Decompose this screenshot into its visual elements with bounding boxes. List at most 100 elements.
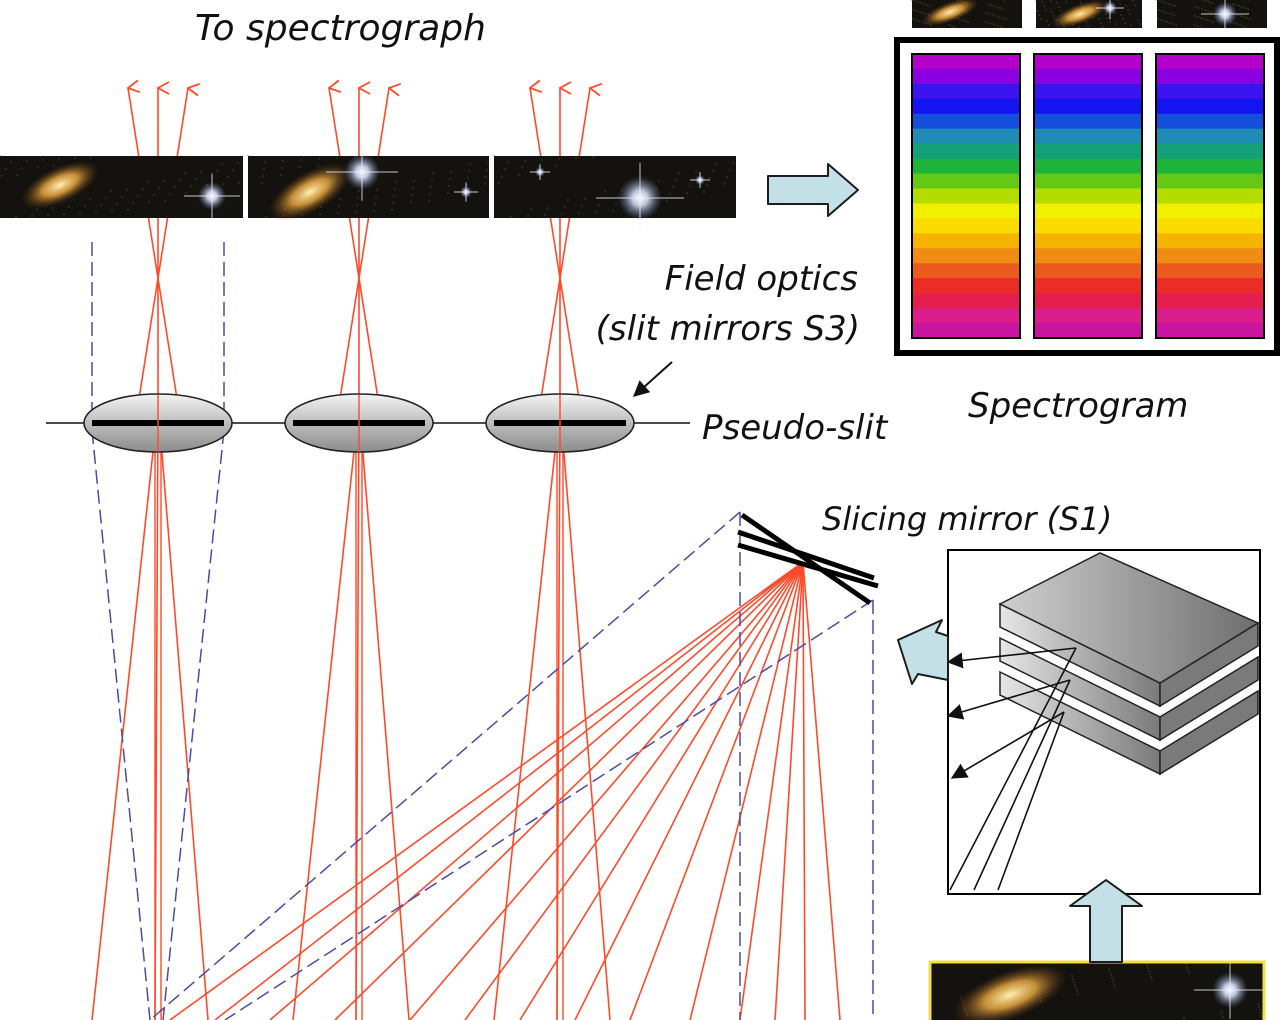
spectrum-band bbox=[1034, 143, 1142, 160]
spectrum-band bbox=[1034, 278, 1142, 294]
sky-noise bbox=[89, 198, 91, 200]
reflected-beam-arrow bbox=[950, 711, 1065, 779]
sky-noise bbox=[395, 181, 397, 183]
sky-noise bbox=[169, 193, 171, 195]
sky-noise bbox=[356, 204, 358, 206]
incoming-beam bbox=[997, 711, 1065, 891]
sky-noise bbox=[1112, 980, 1114, 982]
sky-noise bbox=[339, 198, 341, 200]
sky-noise bbox=[282, 160, 284, 162]
sky-noise bbox=[393, 195, 395, 197]
galaxy-blob bbox=[21, 160, 99, 210]
ray-line bbox=[739, 561, 804, 1020]
optical-rays bbox=[91, 88, 841, 1020]
sky-noise bbox=[1175, 24, 1177, 26]
pseudo-slit-assembly bbox=[46, 361, 690, 453]
sky-noise bbox=[448, 185, 450, 187]
sky-noise bbox=[498, 182, 500, 184]
sky-noise bbox=[391, 209, 393, 211]
sky-noise bbox=[1122, 18, 1124, 20]
ray-line bbox=[802, 561, 841, 1020]
dashed-beam-line bbox=[224, 599, 874, 1020]
sky-noise bbox=[1087, 25, 1089, 27]
spectrum-band bbox=[912, 308, 1020, 324]
sky-noise bbox=[53, 165, 55, 167]
sky-noise bbox=[449, 178, 451, 180]
sky-noise bbox=[985, 21, 987, 23]
sky-noise bbox=[1124, 22, 1126, 24]
sky-noise bbox=[567, 199, 569, 201]
sky-noise bbox=[1206, 19, 1208, 21]
incoming-beam bbox=[949, 647, 1077, 891]
sky-noise bbox=[995, 15, 997, 17]
sky-noise bbox=[507, 161, 509, 163]
mirror-slice bbox=[737, 542, 879, 589]
spectrum-band bbox=[1034, 293, 1142, 309]
sky-noise bbox=[732, 162, 734, 164]
sky-noise bbox=[504, 168, 506, 170]
sky-noise bbox=[723, 183, 725, 185]
sky-noise bbox=[357, 197, 359, 199]
mirror-slice bbox=[737, 529, 875, 581]
sky-noise bbox=[299, 166, 301, 168]
sky-noise bbox=[604, 190, 606, 192]
spectrum-band bbox=[1156, 278, 1264, 294]
sky-noise bbox=[964, 20, 966, 22]
sky-noise bbox=[265, 216, 267, 218]
sky-noise bbox=[1185, 963, 1187, 965]
sky-noise bbox=[153, 194, 155, 196]
spectrum-band bbox=[1034, 248, 1142, 264]
sky-noise bbox=[729, 169, 731, 171]
sky-noise bbox=[1109, 21, 1111, 23]
sky-noise bbox=[1098, 18, 1100, 20]
sky-noise bbox=[375, 196, 377, 198]
spectrum-column bbox=[1155, 53, 1265, 339]
sky-noise bbox=[1109, 971, 1111, 973]
sky-noise bbox=[26, 160, 28, 162]
spectrum-band bbox=[912, 203, 1020, 219]
sky-noise bbox=[1207, 10, 1209, 12]
thumb-1 bbox=[911, 0, 1022, 28]
spectrum-band bbox=[1034, 308, 1142, 324]
sky-noise bbox=[1113, 983, 1115, 985]
sky-noise bbox=[923, 3, 925, 5]
sky-noise bbox=[666, 200, 668, 202]
spectrum-band bbox=[1156, 203, 1264, 219]
sky-noise bbox=[1194, 15, 1196, 17]
sky-noise bbox=[1247, 8, 1249, 10]
sky-noise bbox=[1200, 17, 1202, 19]
spectrum-band bbox=[1034, 203, 1142, 219]
sky-noise bbox=[615, 203, 617, 205]
dashed-beam-line bbox=[162, 429, 225, 1020]
incoming-beam bbox=[973, 679, 1071, 891]
sky-noise bbox=[926, 4, 928, 6]
sky-noise bbox=[1238, 5, 1240, 7]
sky-noise bbox=[0, 175, 2, 177]
sky-noise bbox=[692, 178, 694, 180]
input-image bbox=[929, 961, 1266, 1020]
spectrum-band bbox=[912, 68, 1020, 85]
sky-noise bbox=[917, 1, 919, 3]
sky-noise bbox=[280, 174, 282, 176]
sky-noise bbox=[376, 189, 378, 191]
spectrum-band bbox=[1034, 54, 1142, 70]
sky-noise bbox=[1149, 973, 1151, 975]
spectrum-band bbox=[912, 54, 1020, 70]
sky-noise bbox=[374, 203, 376, 205]
ray-line bbox=[169, 561, 804, 1020]
sky-noise bbox=[1045, 9, 1047, 11]
spectrum-band bbox=[1156, 263, 1264, 279]
spectrum-band bbox=[1034, 263, 1142, 279]
sky-noise bbox=[1120, 14, 1122, 16]
spectrum-band bbox=[1156, 83, 1264, 100]
sky-noise bbox=[1102, 26, 1104, 28]
sky-noise bbox=[518, 174, 520, 176]
sky-noise bbox=[90, 156, 92, 158]
sky-noise bbox=[1186, 966, 1188, 968]
sky-noise bbox=[1074, 984, 1076, 986]
spectrum-band bbox=[912, 158, 1020, 175]
sky-noise bbox=[262, 175, 264, 177]
sky-noise bbox=[74, 157, 76, 159]
sky-noise bbox=[338, 205, 340, 207]
sky-noise bbox=[999, 7, 1001, 9]
